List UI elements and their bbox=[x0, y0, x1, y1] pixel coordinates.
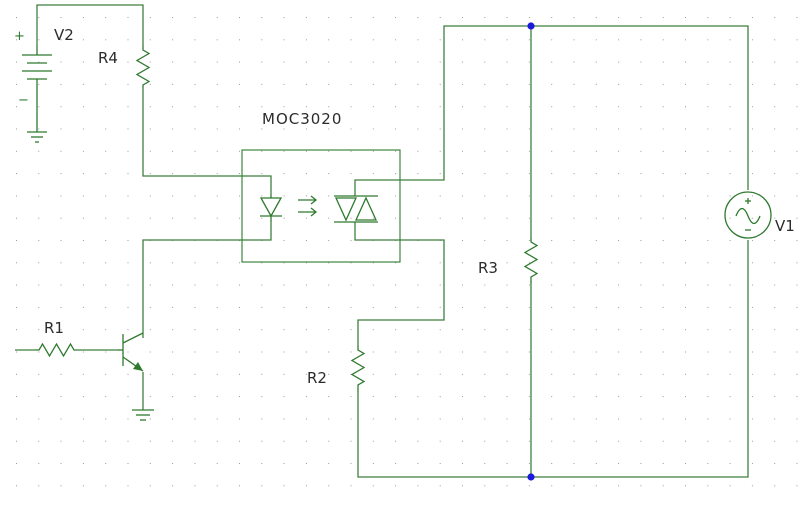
label-r4: R4 bbox=[98, 49, 118, 67]
resistor-icon bbox=[523, 238, 539, 284]
resistor-icon bbox=[350, 346, 366, 392]
v1-ac-source bbox=[724, 191, 772, 239]
wire-r2-bottom bbox=[357, 392, 531, 478]
wire-led-transistor bbox=[142, 222, 272, 338]
junction-top bbox=[527, 22, 535, 30]
label-moc3020: MOC3020 bbox=[262, 110, 342, 128]
battery-minus-sign: − bbox=[18, 93, 29, 108]
label-r1: R1 bbox=[44, 319, 64, 337]
wire-triac-r2 bbox=[354, 222, 445, 346]
label-v1: V1 bbox=[775, 217, 795, 235]
wire-triac-top bbox=[354, 25, 531, 196]
label-r2: R2 bbox=[307, 369, 327, 387]
triac-icon bbox=[334, 195, 378, 223]
junction-bottom bbox=[527, 473, 535, 481]
optocoupler-package bbox=[241, 149, 401, 263]
wire-top-rail bbox=[531, 25, 749, 190]
wire-r4-led bbox=[142, 88, 272, 195]
dc-voltage-source-icon bbox=[22, 45, 52, 132]
resistor-icon bbox=[135, 45, 151, 88]
label-r3: R3 bbox=[478, 259, 498, 277]
npn-transistor-icon bbox=[118, 332, 144, 372]
r1-resistor bbox=[35, 342, 77, 358]
r2-resistor bbox=[350, 346, 366, 392]
ground-icon bbox=[132, 409, 154, 421]
led-icon bbox=[259, 195, 283, 222]
wire-v2-r4 bbox=[36, 4, 144, 45]
ac-voltage-source-icon bbox=[724, 191, 772, 239]
battery-plus-sign: + bbox=[14, 29, 25, 44]
wires bbox=[15, 4, 749, 478]
moc3020-optocoupler bbox=[241, 149, 401, 263]
r4-resistor bbox=[135, 45, 151, 88]
ground-icon bbox=[27, 131, 47, 143]
resistor-icon bbox=[35, 342, 77, 358]
light-emission-arrows-icon bbox=[298, 195, 318, 217]
label-v2: V2 bbox=[54, 26, 74, 44]
npn-transistor bbox=[118, 332, 154, 421]
v2-battery: + − bbox=[14, 29, 52, 143]
r3-resistor bbox=[523, 238, 539, 284]
grid-dots bbox=[16, 17, 798, 487]
wire-bottom-rail bbox=[531, 240, 749, 478]
